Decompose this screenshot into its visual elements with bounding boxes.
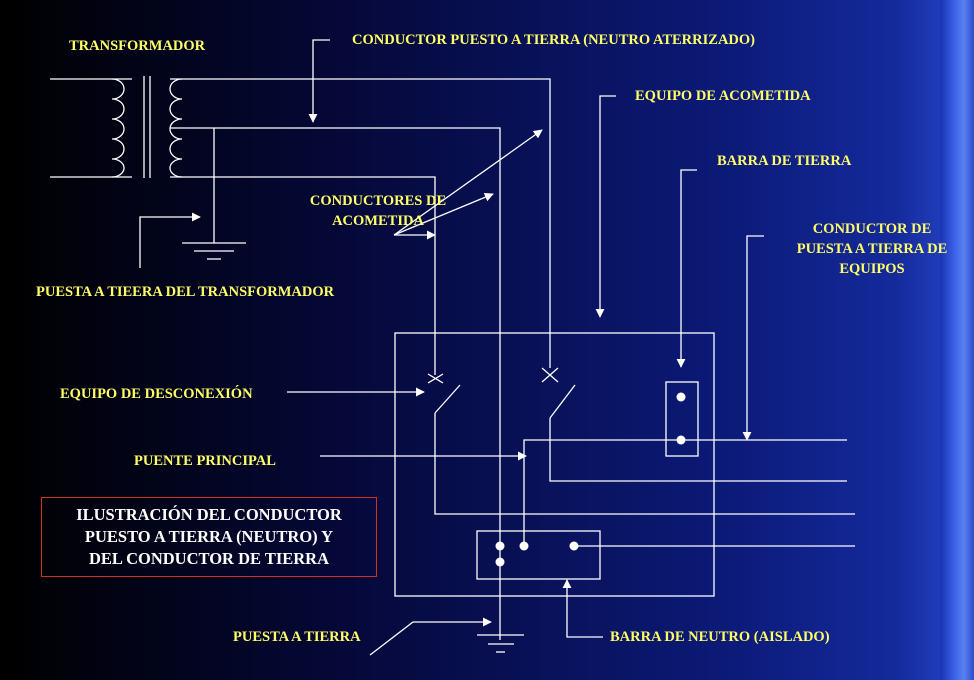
caption-line: PUESTO A TIERRA (NEUTRO) Y bbox=[84, 527, 334, 546]
label-line: CONDUCTORES DE bbox=[309, 193, 447, 209]
label-equipo-desconexion: EQUIPO DE DESCONEXIÓN bbox=[60, 386, 253, 402]
label-line: CONDUCTOR DE bbox=[812, 221, 932, 237]
service-ground-symbol bbox=[477, 634, 524, 653]
arrow-service-conductors-1 bbox=[393, 129, 543, 236]
caption-line: ILUSTRACIÓN DEL CONDUCTOR bbox=[76, 505, 342, 524]
neutral-bar-terminal bbox=[519, 541, 529, 551]
label-conductor-puesta-tierra-equipos: CONDUCTOR DE PUESTA A TIERRA DE EQUIPOS bbox=[780, 219, 964, 279]
caption-line: DEL CONDUCTOR DE TIERRA bbox=[88, 549, 330, 568]
label-conductores-acometida: CONDUCTORES DE ACOMETIDA bbox=[298, 191, 458, 231]
disconnect-switch-right bbox=[541, 367, 847, 482]
neutral-bar-terminal bbox=[569, 541, 579, 551]
neutral-bar-terminal bbox=[495, 541, 505, 551]
label-line: ACOMETIDA bbox=[332, 213, 424, 229]
caption-box: ILUSTRACIÓN DEL CONDUCTOR PUESTO A TIERR… bbox=[41, 497, 377, 577]
main-bonding-jumper bbox=[523, 439, 681, 546]
neutral-bar-terminal bbox=[495, 557, 505, 567]
disconnect-switch-left bbox=[427, 373, 855, 515]
neutral-bar-box bbox=[476, 530, 601, 580]
service-conductors bbox=[170, 78, 551, 640]
right-edge-bar bbox=[940, 0, 974, 680]
label-puente-principal: PUENTE PRINCIPAL bbox=[134, 453, 276, 469]
transformer-symbol bbox=[50, 76, 183, 178]
arrow-service-conductors-2 bbox=[393, 192, 494, 236]
arrow-neutral-conductor bbox=[308, 39, 330, 123]
label-puesta-tierra-transformador: PUESTA A TIEERA DEL TRANSFORMADOR bbox=[36, 284, 335, 300]
ground-bar-box bbox=[665, 381, 699, 457]
label-puesta-tierra: PUESTA A TIERRA bbox=[233, 629, 361, 645]
service-equipment-enclosure bbox=[394, 332, 715, 597]
label-line: PUESTA A TIERRA DE bbox=[796, 241, 948, 257]
label-transformador: TRANSFORMADOR bbox=[69, 38, 206, 54]
transformer-ground-symbol bbox=[182, 242, 246, 260]
label-equipo-acometida: EQUIPO DE ACOMETIDA bbox=[635, 88, 811, 104]
arrow-service-equipment bbox=[595, 95, 616, 318]
arrow-neutral-bar bbox=[562, 579, 603, 638]
label-conductor-puesto-tierra: CONDUCTOR PUESTO A TIERRA (NEUTRO ATERRI… bbox=[352, 32, 755, 48]
label-line: EQUIPOS bbox=[839, 261, 905, 277]
arrow-earth-ground bbox=[369, 617, 492, 656]
arrow-equipment-ground bbox=[742, 235, 764, 441]
label-barra-neutro: BARRA DE NEUTRO (AISLADO) bbox=[610, 629, 830, 645]
arrow-ground-bar bbox=[676, 169, 697, 368]
ground-bar-terminal bbox=[676, 435, 686, 445]
ground-bar-terminal bbox=[676, 392, 686, 402]
arrow-transformer-ground bbox=[139, 212, 201, 268]
label-barra-tierra: BARRA DE TIERRA bbox=[717, 153, 852, 169]
